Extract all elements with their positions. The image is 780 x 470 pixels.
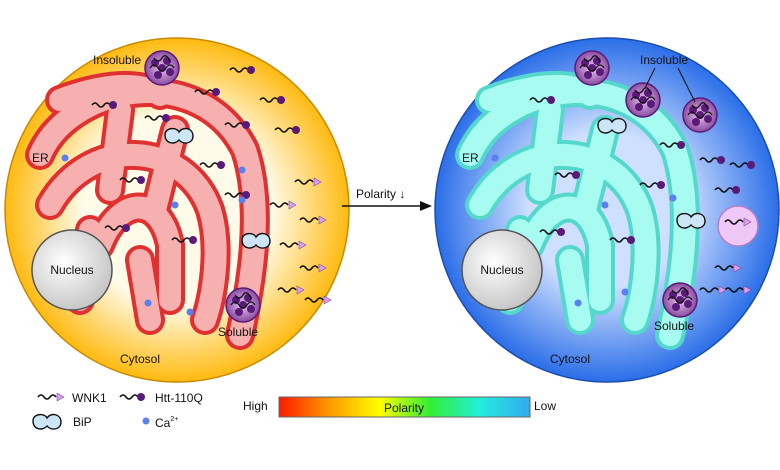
legend-wnk1: WNK1 (72, 391, 107, 405)
scale-low-label: Low (534, 399, 556, 413)
arrow-label: Polarity ↓ (356, 187, 405, 201)
calcium-icon (142, 417, 150, 425)
htt-icon (119, 392, 146, 402)
polarity-gradient-bar (278, 396, 531, 418)
nucleus-right (461, 229, 543, 311)
wnk1-icon (37, 392, 65, 402)
legend-bip: BiP (73, 415, 92, 429)
polarity-arrow: Polarity ↓ (342, 187, 432, 211)
wnk1-condensate (717, 205, 759, 247)
legend-htt: Htt-110Q (155, 391, 203, 405)
soluble-aggregate-icon (662, 282, 698, 318)
cytosol-label: Cytosol (550, 352, 590, 366)
soluble-aggregate-icon (225, 287, 261, 323)
soluble-label: Soluble (218, 325, 258, 339)
molecules-left (61, 65, 332, 316)
left-cell: Nucleus ER Insoluble Soluble Cytosol (4, 37, 350, 383)
right-cell: Nucleus ER Insoluble Soluble Cytosol (434, 37, 780, 383)
cytosol-label: Cytosol (120, 352, 160, 366)
insoluble-aggregate-icon (574, 50, 610, 86)
er-left (25, 71, 270, 350)
er-right (455, 71, 700, 350)
nucleus-label: Nucleus (50, 263, 93, 277)
legend-calcium: Ca2+ (155, 416, 178, 430)
molecules-right (491, 95, 756, 307)
legend: WNK1 Htt-110Q BiP Ca2+ (32, 391, 203, 430)
insoluble-aggregate-icon (625, 82, 661, 118)
insoluble-aggregate-icon (682, 97, 718, 133)
nucleus-label: Nucleus (480, 263, 523, 277)
insoluble-label: Insoluble (93, 53, 141, 67)
scale-title: Polarity (384, 401, 424, 415)
er-label: ER (32, 151, 49, 165)
soluble-label: Soluble (654, 319, 694, 333)
insoluble-pointer (644, 67, 696, 103)
polarity-scale: High Polarity Low (243, 396, 556, 418)
bip-icon (32, 413, 62, 430)
er-label: ER (462, 151, 479, 165)
nucleus-left (31, 229, 113, 311)
insoluble-aggregate-icon (144, 50, 180, 86)
insoluble-label: Insoluble (640, 53, 688, 67)
scale-high-label: High (243, 399, 268, 413)
